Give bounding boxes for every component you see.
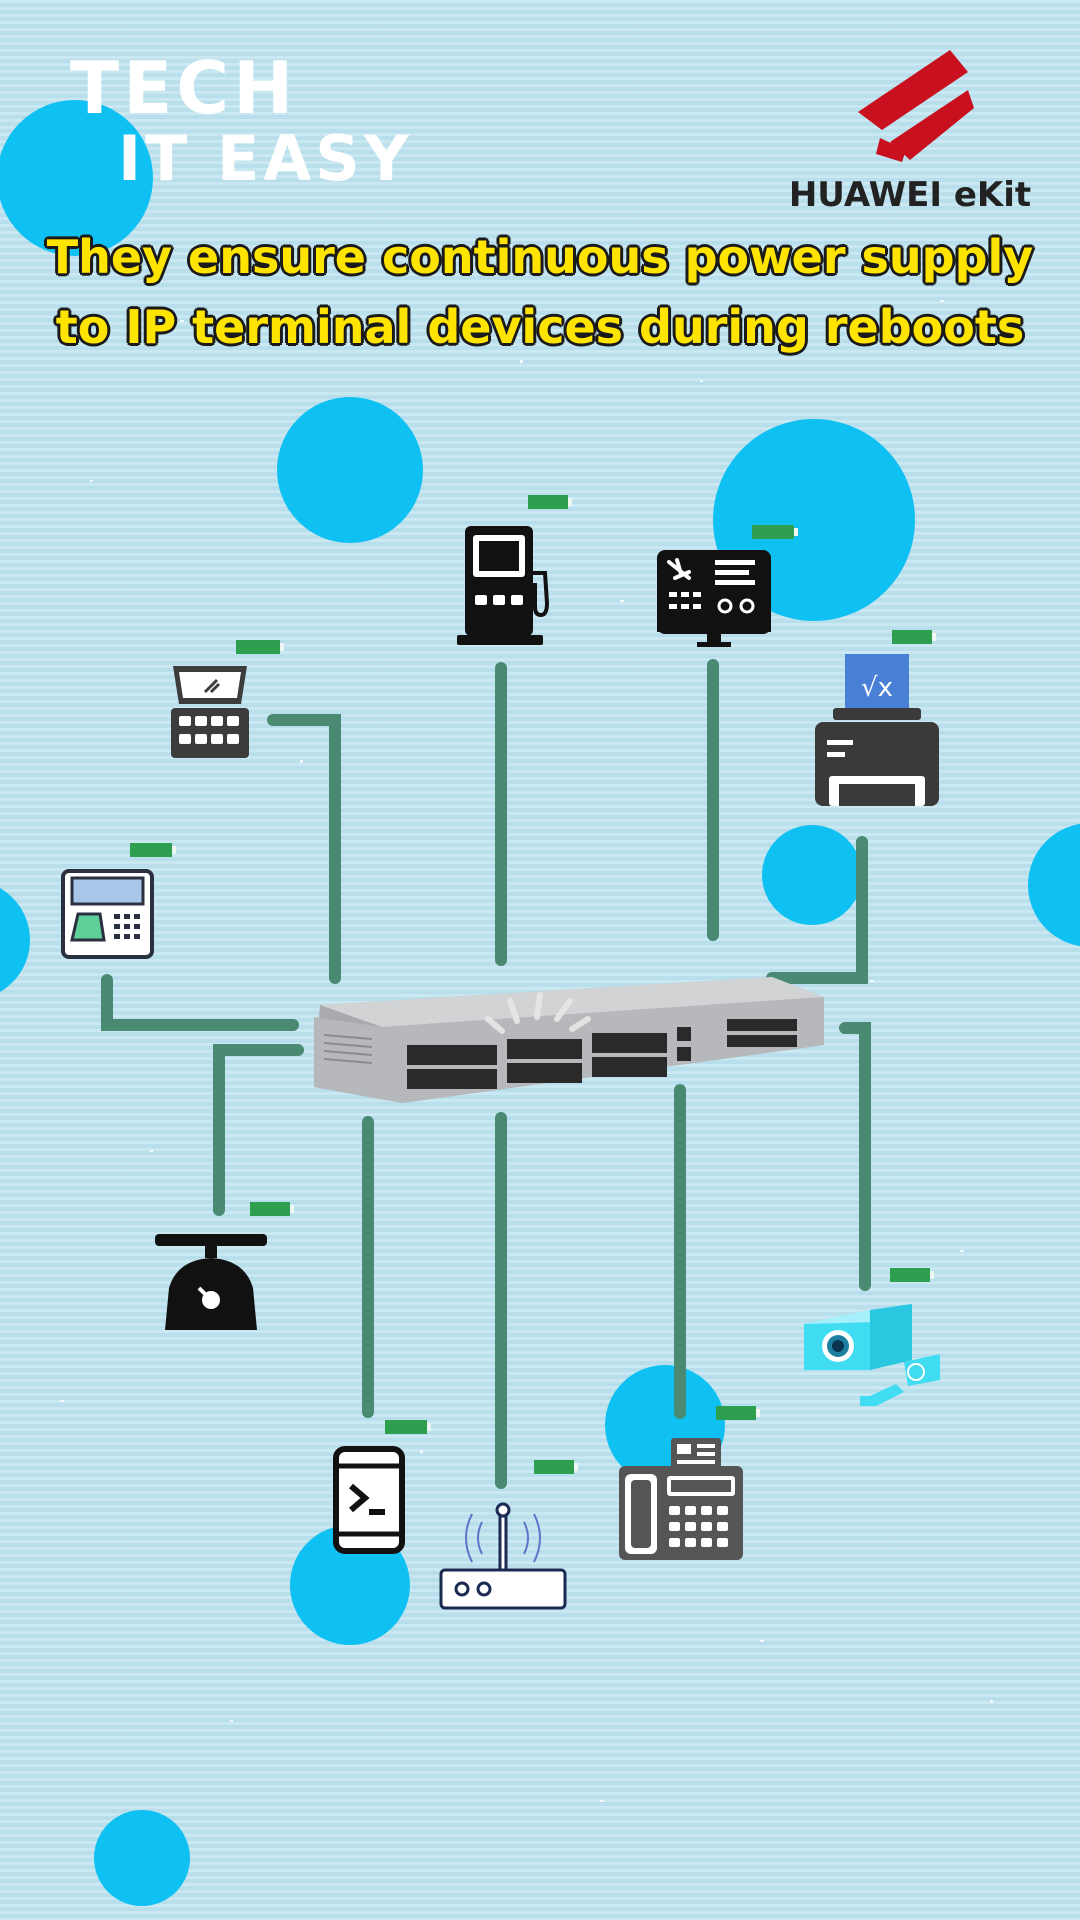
bubble bbox=[0, 888, 30, 992]
cable-pos-terminal bbox=[101, 974, 299, 1031]
cable-pos-laptop bbox=[267, 714, 341, 984]
router-icon bbox=[439, 1502, 567, 1610]
pos-laptop-icon bbox=[171, 666, 249, 758]
bubble bbox=[1028, 823, 1080, 947]
cable-scale bbox=[213, 1044, 304, 1216]
flight-display-icon bbox=[657, 550, 771, 647]
fax-phone-icon bbox=[619, 1438, 743, 1560]
power-indicator-fax-phone bbox=[716, 1406, 760, 1420]
logo-line-2: IT EASY bbox=[118, 122, 413, 195]
huawei-logo-icon bbox=[858, 50, 974, 162]
bubble bbox=[0, 100, 153, 256]
svg-text:√x: √x bbox=[861, 673, 893, 703]
power-indicator-pos-terminal bbox=[130, 843, 176, 857]
bubble bbox=[94, 1810, 190, 1906]
headline-line-2: to IP terminal devices during reboots bbox=[55, 300, 1025, 354]
pos-terminal-icon bbox=[61, 869, 154, 959]
power-indicator-scale bbox=[250, 1202, 294, 1216]
camera-icon bbox=[804, 1304, 940, 1406]
power-indicator-terminal-tablet bbox=[385, 1420, 431, 1434]
tech-it-easy-logo: TECH IT EASY bbox=[70, 52, 430, 202]
printer-icon: √x bbox=[815, 654, 939, 806]
headline: They ensure continuous power supply to I… bbox=[40, 222, 1040, 362]
power-indicator-printer bbox=[892, 630, 936, 644]
fuel-dispenser-icon bbox=[457, 526, 550, 645]
cable-printer bbox=[766, 836, 868, 984]
bubble bbox=[762, 825, 862, 925]
terminal-tablet-icon bbox=[333, 1446, 405, 1554]
huawei-ekit-label: HUAWEI eKit bbox=[788, 175, 1032, 215]
power-indicator-pos-laptop bbox=[236, 640, 284, 654]
cable-camera bbox=[839, 1022, 871, 1291]
scale-icon bbox=[155, 1234, 267, 1330]
power-indicator-router bbox=[534, 1460, 578, 1474]
power-indicator-flight-display bbox=[752, 525, 798, 539]
headline-line-1: They ensure continuous power supply bbox=[46, 230, 1034, 284]
poe-switch bbox=[314, 977, 824, 1103]
power-indicator-camera bbox=[890, 1268, 934, 1282]
power-indicator-fuel-dispenser bbox=[528, 495, 572, 509]
logo-line-1: TECH bbox=[70, 46, 298, 130]
bubble bbox=[290, 1525, 410, 1645]
bubble bbox=[277, 397, 423, 543]
